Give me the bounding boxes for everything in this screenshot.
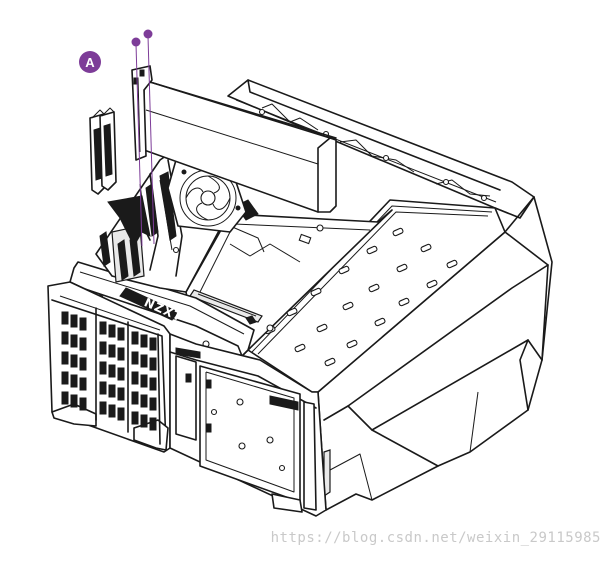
vent-slot bbox=[131, 351, 139, 365]
fan-mount-hole bbox=[324, 357, 336, 367]
vent-slot bbox=[79, 337, 87, 351]
fan-mount-hole bbox=[310, 287, 322, 297]
fan-mount-hole bbox=[368, 283, 380, 293]
vent-slot bbox=[149, 357, 157, 371]
vent-slot bbox=[70, 334, 78, 348]
vent-slot bbox=[79, 397, 87, 411]
vent-slot bbox=[99, 341, 107, 355]
vent-slot bbox=[61, 371, 69, 385]
vent-slot bbox=[61, 391, 69, 405]
fan-mount-hole bbox=[286, 307, 298, 317]
vent-slot bbox=[79, 377, 87, 391]
fan-mount-hole bbox=[374, 317, 386, 327]
vent-slot bbox=[108, 384, 116, 398]
fan-mount-hole bbox=[420, 243, 432, 253]
vent-slot bbox=[99, 361, 107, 375]
vent-slot bbox=[149, 417, 157, 431]
fan-mount-hole bbox=[366, 245, 378, 255]
vent-slot bbox=[117, 407, 125, 421]
fan-mount-hole bbox=[392, 227, 404, 237]
removed-slot-covers bbox=[89, 107, 117, 195]
screw-head-2 bbox=[143, 29, 153, 39]
vent-slot bbox=[61, 331, 69, 345]
vent-slot bbox=[117, 327, 125, 341]
vent-slot bbox=[70, 374, 78, 388]
graphics-card bbox=[131, 65, 337, 213]
fan-mount-hole bbox=[426, 279, 438, 289]
vent-slot bbox=[99, 401, 107, 415]
vent-slot bbox=[61, 311, 69, 325]
vent-slot bbox=[140, 354, 148, 368]
watermark-text: https://blog.csdn.net/weixin_29115985 bbox=[270, 530, 601, 546]
vent-slot bbox=[108, 404, 116, 418]
vent-slot bbox=[61, 351, 69, 365]
fan-mount-hole bbox=[316, 323, 328, 333]
vent-slot bbox=[99, 381, 107, 395]
vent-slot bbox=[70, 314, 78, 328]
vent-slot bbox=[108, 324, 116, 338]
vent-slot bbox=[140, 394, 148, 408]
vent-slot bbox=[108, 344, 116, 358]
vent-slot bbox=[131, 331, 139, 345]
drive-cage-vents bbox=[61, 311, 157, 431]
vent-slot bbox=[108, 364, 116, 378]
vent-slot bbox=[117, 367, 125, 381]
fan-mount-hole bbox=[446, 259, 458, 269]
vent-slot bbox=[149, 377, 157, 391]
thumb-screws bbox=[131, 29, 155, 247]
fan-mount-hole bbox=[398, 297, 410, 307]
vent-slot bbox=[131, 371, 139, 385]
vent-slot bbox=[140, 414, 148, 428]
fan-mount-hole bbox=[346, 339, 358, 349]
vent-slot bbox=[79, 357, 87, 371]
callout-label: A bbox=[85, 55, 95, 70]
vent-slot bbox=[140, 334, 148, 348]
vent-slot bbox=[99, 321, 107, 335]
callout-badge: A bbox=[79, 51, 101, 73]
vent-slot bbox=[70, 394, 78, 408]
vent-slot bbox=[149, 397, 157, 411]
vent-slot bbox=[117, 347, 125, 361]
case-lower-body bbox=[169, 333, 327, 517]
vent-slot bbox=[70, 354, 78, 368]
vent-slot bbox=[79, 317, 87, 331]
fan-mount-hole bbox=[396, 263, 408, 273]
vent-slot bbox=[117, 387, 125, 401]
vent-slot bbox=[131, 391, 139, 405]
fan-mount-hole bbox=[342, 301, 354, 311]
pcie-slot bbox=[182, 278, 274, 332]
fan-mount-hole bbox=[294, 343, 306, 353]
vent-slot bbox=[149, 337, 157, 351]
vent-slot bbox=[140, 374, 148, 388]
fan-mount-hole bbox=[338, 265, 350, 275]
vent-slot bbox=[131, 411, 139, 425]
screw-head-1 bbox=[131, 37, 141, 47]
